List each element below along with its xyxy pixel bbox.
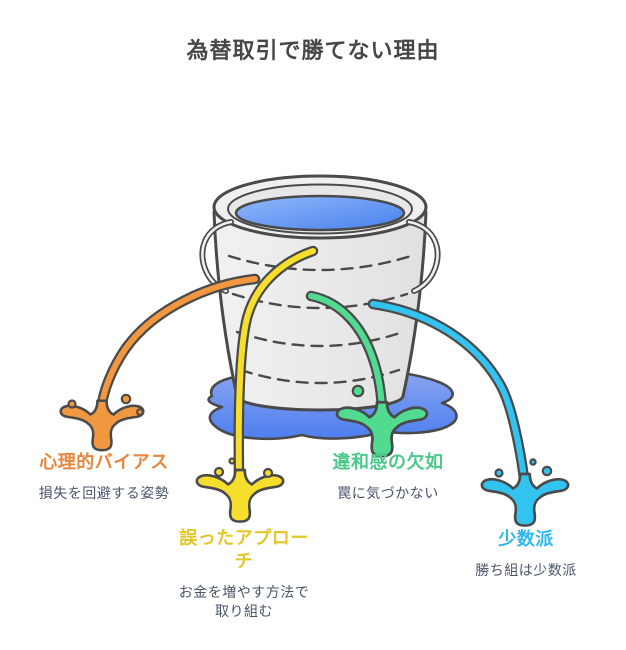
bucket (199, 174, 441, 412)
orange-splash-icon (59, 393, 145, 452)
leak-description: 罠に気づかない (337, 485, 439, 501)
bucket-handle-right (406, 219, 441, 294)
leak-item-minority: 少数派 勝ち組は少数派 (446, 528, 606, 580)
leak-label: 少数派 (498, 529, 554, 549)
leak-item-wrong-approach: 誤ったアプローチ お金を増やす方法で取り組む (177, 527, 311, 621)
green-splash-icon (335, 384, 429, 458)
bucket-water-surface (234, 194, 406, 232)
leak-label: 心理的バイアス (39, 452, 169, 472)
yellow-splash-icon (195, 457, 285, 523)
orange-stream (96, 273, 261, 410)
page-title: 為替取引で勝てない理由 (186, 38, 440, 63)
yellow-stream (233, 245, 319, 480)
blue-splash-icon (480, 458, 570, 527)
leak-item-lack-of-discomfort: 違和感の欠如 罠に気づかない (308, 451, 468, 503)
leak-description: 勝ち組は少数派 (475, 562, 577, 578)
leak-description: 損失を回避する姿勢 (38, 485, 170, 501)
green-stream (305, 290, 388, 413)
leak-description: お金を増やす方法で取り組む (178, 584, 310, 619)
leak-label: 誤ったアプローチ (179, 528, 309, 571)
blue-stream (367, 298, 530, 484)
leak-streams (96, 245, 530, 484)
leak-item-psychological-bias: 心理的バイアス 損失を回避する姿勢 (24, 451, 184, 503)
leak-label: 違和感の欠如 (332, 452, 444, 472)
